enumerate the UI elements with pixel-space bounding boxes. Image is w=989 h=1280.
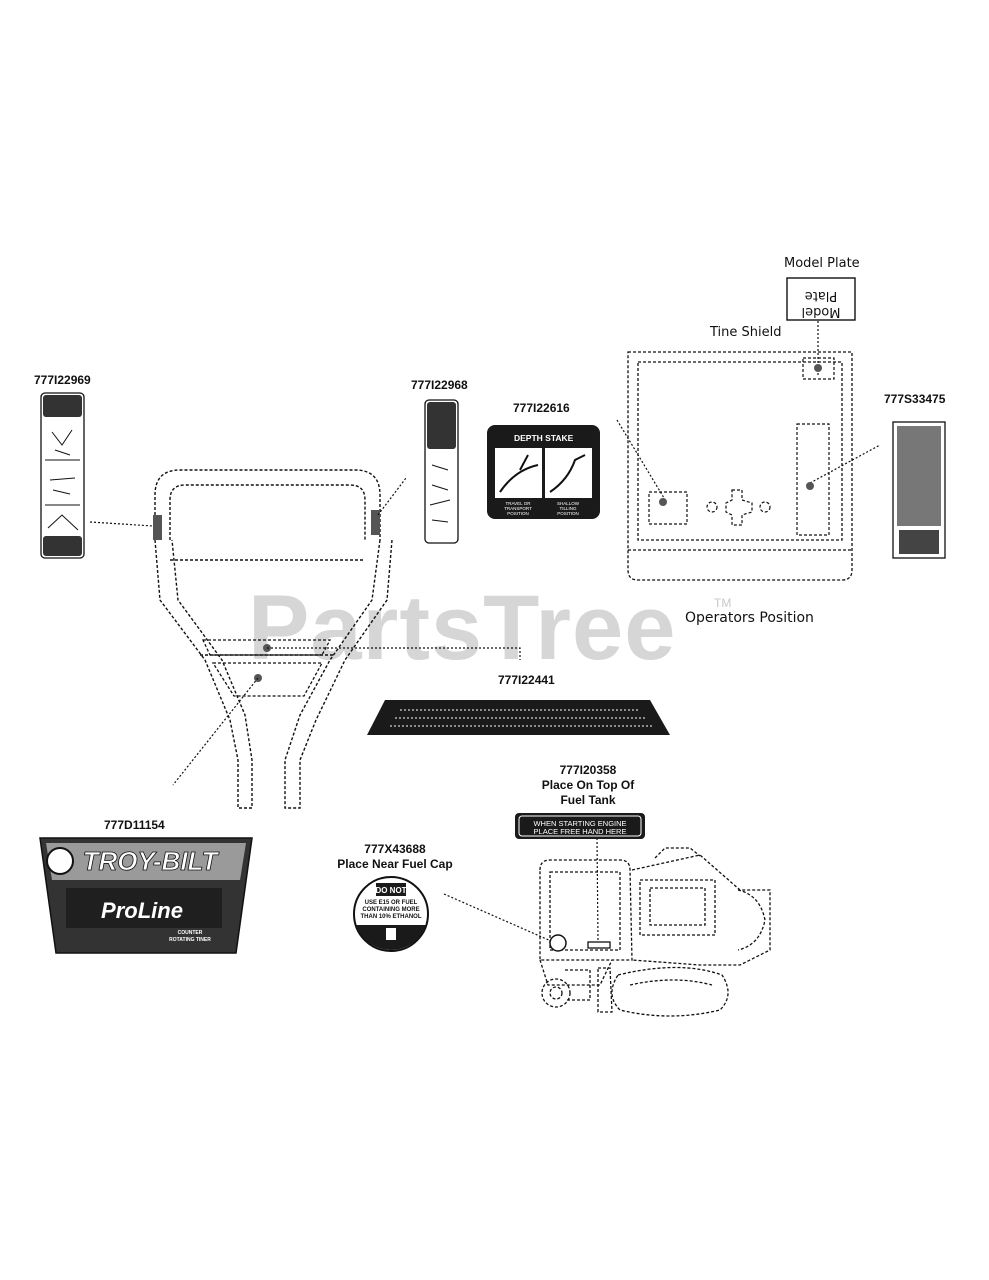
part-number-777I22441[interactable]: 777I22441 bbox=[498, 673, 555, 687]
fuel-cap-line-3: CONTAINING MORE bbox=[362, 907, 419, 913]
proline-text: ProLine bbox=[101, 898, 183, 923]
depth-stake-left-caption-1: TRAVEL OR bbox=[505, 501, 531, 506]
location-mark-model-plate bbox=[814, 364, 822, 372]
depth-stake-right-caption-2: TILLING bbox=[559, 506, 577, 511]
part-number-777D11154[interactable]: 777D11154 bbox=[104, 818, 165, 832]
decal-777S33475 bbox=[892, 421, 946, 559]
decal-777I22441 bbox=[367, 700, 670, 735]
depth-stake-left-caption-2: TRANSPORT bbox=[504, 506, 532, 511]
handlebar-outline bbox=[154, 469, 393, 809]
fuel-cap-line-1: DO NOT bbox=[375, 886, 406, 895]
model-plate-text-1: Plate bbox=[805, 288, 838, 303]
depth-stake-title: DEPTH STAKE bbox=[514, 433, 574, 443]
decal-777I20358 bbox=[515, 813, 645, 839]
watermark-trademark: TM bbox=[714, 596, 732, 610]
decal-777X43688 bbox=[353, 876, 429, 952]
part-number-777I22969[interactable]: 777I22969 bbox=[34, 373, 91, 387]
leader-lines bbox=[89, 320, 881, 942]
tine-shield-outline bbox=[627, 351, 853, 581]
fuel-decal-line-2: PLACE FREE HAND HERE bbox=[534, 827, 627, 836]
depth-stake-left-caption-3: POSITION bbox=[507, 511, 529, 516]
location-mark-left-handle bbox=[153, 515, 162, 540]
part-note-777X43688: Place Near Fuel Cap bbox=[337, 857, 453, 871]
depth-stake-right-caption-1: SHALLOW bbox=[557, 501, 580, 506]
decal-777I22969 bbox=[40, 392, 85, 559]
fuel-cap bbox=[549, 934, 567, 952]
location-mark-depth-stake bbox=[659, 498, 667, 506]
decal-777I22968 bbox=[424, 399, 459, 544]
decal-777I22616 bbox=[487, 425, 600, 519]
part-number-777I20358[interactable]: 777I20358 bbox=[559, 763, 617, 777]
location-mark-side bbox=[806, 482, 814, 490]
part-number-777X43688[interactable]: 777X43688 bbox=[364, 842, 426, 856]
tine-shield-features bbox=[648, 357, 835, 536]
part-note-777I20358-2: Fuel Tank bbox=[560, 793, 616, 807]
watermark-brand: PartsTree bbox=[248, 577, 677, 679]
model-plate-text-2: Model bbox=[801, 304, 840, 319]
fuel-cap-line-2: USE E15 OR FUEL bbox=[365, 900, 418, 906]
part-note-777I20358-1: Place On Top Of bbox=[541, 778, 635, 792]
location-mark-right-handle bbox=[371, 510, 380, 535]
part-number-777I22968[interactable]: 777I22968 bbox=[411, 378, 468, 392]
depth-stake-right-caption-3: POSITION bbox=[557, 511, 579, 516]
fuel-cap-line-4: THAN 10% ETHANOL bbox=[360, 914, 421, 920]
proline-sub-2: ROTATING TINER bbox=[169, 937, 211, 943]
model-plate-caption: Model Plate bbox=[784, 256, 860, 271]
troybilt-brand: TROY-BILT bbox=[83, 846, 220, 876]
location-mark-fuel-tank bbox=[587, 941, 611, 949]
decal-777D11154 bbox=[39, 837, 253, 954]
handlebar-panels bbox=[201, 639, 332, 697]
model-plate bbox=[786, 277, 856, 321]
tine-shield-caption: Tine Shield bbox=[710, 325, 782, 340]
proline-sub-1: COUNTER bbox=[178, 930, 203, 936]
part-number-777I22616[interactable]: 777I22616 bbox=[513, 401, 570, 415]
engine-outline bbox=[539, 847, 771, 1017]
part-number-777S33475[interactable]: 777S33475 bbox=[884, 392, 946, 406]
operators-position-caption: Operators Position bbox=[685, 610, 814, 626]
fuel-decal-line-1: WHEN STARTING ENGINE bbox=[533, 819, 626, 828]
